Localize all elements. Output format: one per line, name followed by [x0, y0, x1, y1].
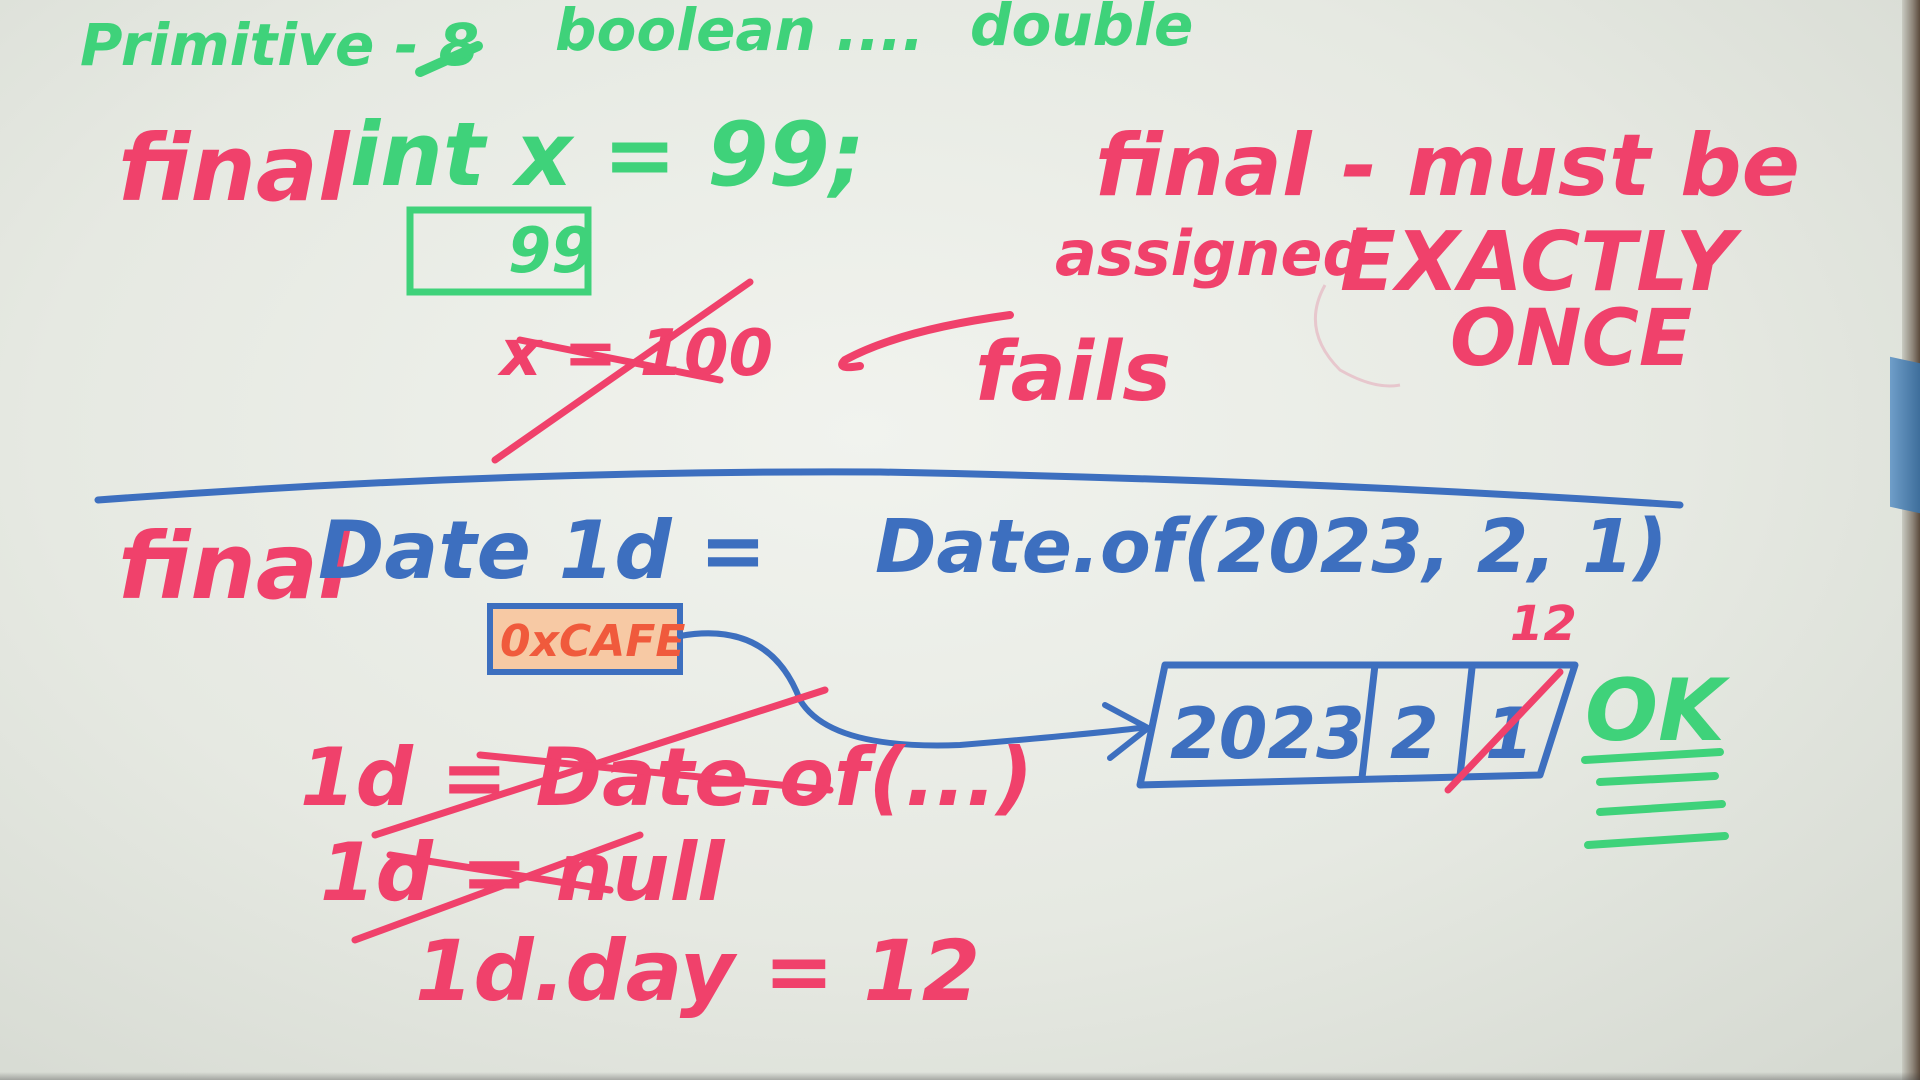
object-divider-1: [1358, 661, 1379, 782]
cross-out-stroke-2: [516, 336, 724, 384]
day-strike-out: [1444, 668, 1564, 794]
cross-out-stroke-1: [491, 278, 754, 464]
object-year: 2023: [1170, 693, 1365, 775]
text-final-keyword-2: final: [118, 513, 351, 620]
text-final-must-be: final - must be: [1095, 116, 1800, 216]
text-boolean: boolean ....: [555, 0, 924, 64]
board-frame-edge: [1902, 0, 1920, 1080]
text-reassign-attempt: x = 100: [497, 317, 773, 391]
cross-out-stroke-6: [386, 851, 614, 894]
ok-underline-3: [1596, 800, 1726, 816]
arrow-to-fails: [838, 311, 1014, 372]
text-address-0xcafe: 0xCAFE: [500, 616, 685, 667]
text-int-declaration: int x = 99;: [350, 103, 865, 206]
object-month: 2: [1390, 693, 1439, 775]
reference-arrow-head: [1102, 702, 1151, 761]
reference-address-box: [487, 603, 683, 675]
text-ok: OK: [1585, 661, 1730, 761]
divider-line: [94, 468, 1684, 509]
text-reassign-null: 1d = null: [320, 826, 726, 919]
faint-ghost-mark: [1313, 284, 1401, 388]
ok-underline-4: [1584, 832, 1729, 849]
board-bottom-shadow: [0, 1072, 1920, 1080]
text-date-declaration: Date 1d =: [318, 504, 767, 597]
ok-underline-2: [1596, 772, 1719, 786]
text-exactly: EXACTLY: [1340, 215, 1743, 310]
text-assigned: assigned: [1055, 217, 1367, 290]
text-double: double: [970, 0, 1193, 59]
reference-arrow: [677, 630, 1143, 749]
ok-underline-1: [1581, 748, 1724, 764]
value-box: [406, 206, 592, 296]
text-primitive: Primitive - 8: [80, 11, 479, 79]
box-value-99: 99: [508, 214, 594, 287]
cross-out-stroke-3: [371, 686, 829, 839]
green-tick-mark: [415, 41, 483, 77]
object-divider-2: [1456, 664, 1476, 780]
cross-out-stroke-5: [351, 831, 644, 944]
date-object-box: [1136, 661, 1579, 789]
text-date-of-call: Date.of(2023, 2, 1): [875, 504, 1667, 590]
text-mutate-day: 1d.day = 12: [415, 922, 980, 1020]
text-reassign-ref: 1d = Date.of(...): [300, 731, 1033, 824]
text-fails: fails: [975, 325, 1171, 420]
object-day-new: 12: [1510, 596, 1577, 652]
text-final-keyword: final: [118, 115, 351, 222]
text-once: ONCE: [1450, 294, 1692, 384]
cross-out-stroke-4: [476, 751, 834, 794]
